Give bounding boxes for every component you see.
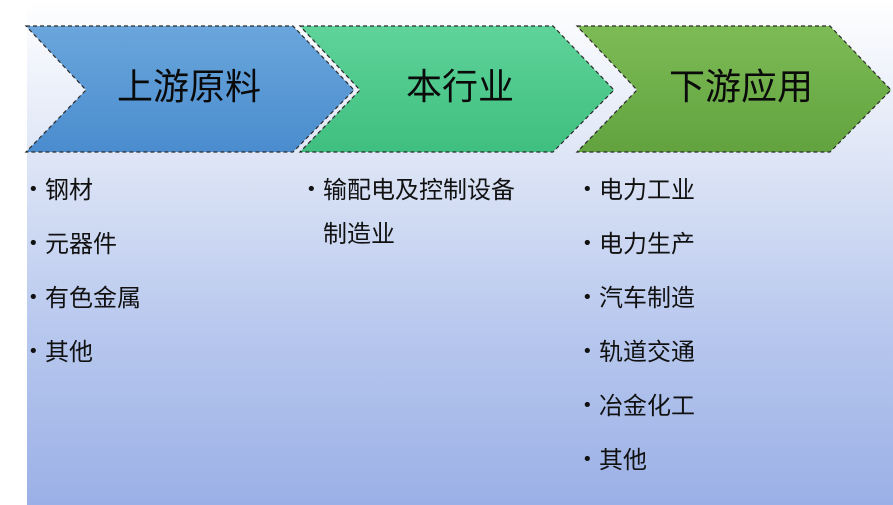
upstream-list: • 钢材 • 元器件 • 有色金属 • 其他 [28, 168, 141, 384]
list-item: • 轨道交通 [582, 330, 695, 384]
industry-list: • 输配电及控制设备制造业 [306, 168, 538, 256]
bullet: • [582, 341, 593, 362]
bullet: • [306, 179, 317, 200]
bullet: • [28, 287, 39, 308]
list-item: • 钢材 [28, 168, 141, 222]
list-item: • 其他 [582, 438, 695, 492]
list-item: • 汽车制造 [582, 276, 695, 330]
downstream-list: • 电力工业 • 电力生产 • 汽车制造 • 轨道交通 • 冶金化工 • 其他 [582, 168, 695, 492]
bullet: • [582, 395, 593, 416]
list-item-label: 其他 [45, 338, 93, 366]
list-item: • 输配电及控制设备制造业 [306, 168, 538, 256]
list-item-label: 轨道交通 [599, 338, 695, 366]
stage-label-industry: 本行业 [405, 67, 514, 108]
bullet: • [28, 179, 39, 200]
list-item-label: 电力工业 [599, 176, 695, 204]
bullet: • [582, 449, 593, 470]
list-item-label: 有色金属 [45, 284, 141, 312]
bullet: • [28, 341, 39, 362]
stage-label-downstream: 下游应用 [668, 67, 813, 108]
bullet: • [582, 179, 593, 200]
list-item-label: 电力生产 [599, 230, 695, 258]
list-item-label: 钢材 [45, 176, 93, 204]
list-item-label: 输配电及控制设备制造业 [323, 176, 515, 248]
list-item-label: 元器件 [45, 230, 117, 258]
chevron-industry [298, 25, 615, 153]
list-item: • 电力生产 [582, 222, 695, 276]
list-item: • 元器件 [28, 222, 141, 276]
list-item-label: 汽车制造 [599, 284, 695, 312]
list-item: • 其他 [28, 330, 141, 384]
bullet: • [582, 287, 593, 308]
stage-label-upstream: 上游原料 [116, 67, 261, 108]
chevron-downstream [575, 25, 892, 153]
list-item: • 有色金属 [28, 276, 141, 330]
list-item-label: 其他 [599, 446, 647, 474]
list-item: • 电力工业 [582, 168, 695, 222]
chevron-upstream [24, 25, 355, 153]
list-item-label: 冶金化工 [599, 392, 695, 420]
bullet: • [582, 233, 593, 254]
list-item: • 冶金化工 [582, 384, 695, 438]
bullet: • [28, 233, 39, 254]
